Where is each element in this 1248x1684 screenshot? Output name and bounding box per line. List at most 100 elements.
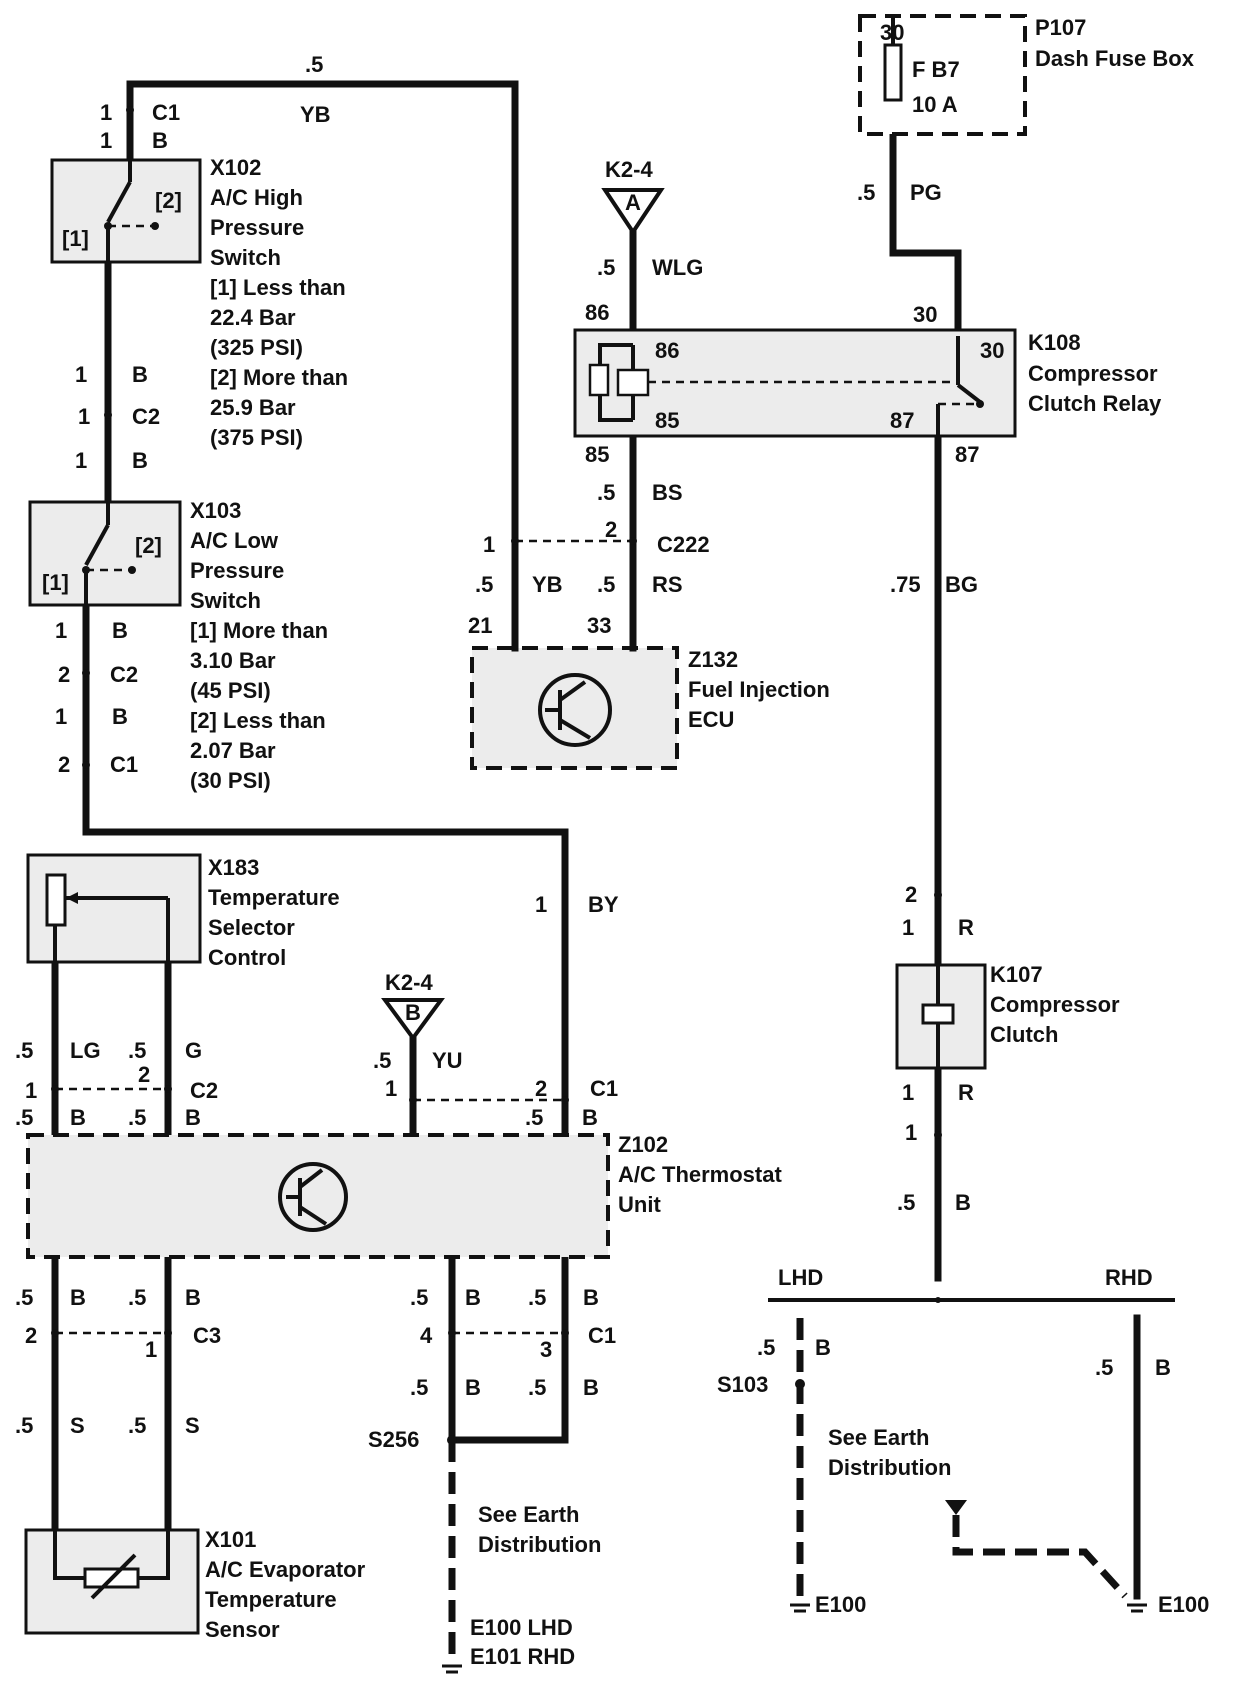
c222-label: C222 [657,532,710,557]
k108-pin: 85 [655,408,679,433]
label: 1 [55,618,67,643]
wire-x103-by [82,601,569,1137]
label: B [70,1105,86,1130]
label: B [582,1105,598,1130]
e100-right-label: E100 [1158,1592,1209,1617]
z132-box [470,646,679,770]
label: 1 [75,362,87,387]
earth-symbols [442,1500,1147,1674]
z102-title-line: A/C Thermostat [618,1162,782,1187]
rhd-label: RHD [1105,1265,1153,1290]
top-wire-size: .5 [305,52,323,77]
label: 2 [58,662,70,687]
label: 1 [145,1337,157,1362]
label: BG [945,572,978,597]
x103-note: (30 PSI) [190,768,271,793]
label: R [958,915,974,940]
k108-title-line: Clutch Relay [1028,391,1162,416]
x103-pin1: [1] [42,570,69,595]
k2-4a-label: K2-4 [605,157,653,182]
k108-title: K108 [1028,330,1081,355]
fuse-icon [883,43,903,102]
x183-title-line: Selector [208,915,295,940]
label: 2 [905,882,917,907]
earth-note: See Earth [478,1502,580,1527]
label: 1 [100,100,112,125]
k2-4b-triangle-icon [381,998,445,1042]
p107-fuse: F B7 [912,57,960,82]
label: .5 [525,1105,543,1130]
p107-pin: 30 [880,20,904,45]
label: YB [532,572,563,597]
label: BY [588,892,619,917]
label: B [112,618,128,643]
label: 4 [420,1323,433,1348]
label: 2 [535,1076,547,1101]
label: 2 [138,1062,150,1087]
label: PG [910,180,942,205]
label: WLG [652,255,703,280]
x102-note: (325 PSI) [210,335,303,360]
label: .5 [1095,1355,1113,1380]
label: 1 [535,892,547,917]
x102-pin2: [2] [155,188,182,213]
lhd-label: LHD [778,1265,823,1290]
wire-earth-rhd-link [952,1515,1128,1599]
x102-note: (375 PSI) [210,425,303,450]
ground-icon-mid [442,1664,462,1674]
label: .5 [597,572,615,597]
label: C1 [588,1323,616,1348]
x102-title-line: Switch [210,245,281,270]
x102-box [50,158,202,264]
x183-title: X183 [208,855,259,880]
k107-title-line: Compressor [990,992,1120,1017]
label: .5 [128,1038,146,1063]
earth-note-line: Distribution [478,1532,601,1557]
x102-switch-icon [104,160,159,262]
p107-amps: 10 A [912,92,958,117]
label: B [1155,1355,1171,1380]
label: .5 [15,1105,33,1130]
label: C3 [193,1323,221,1348]
x103-title-line: Switch [190,588,261,613]
label: .5 [15,1413,33,1438]
s103-label: S103 [717,1372,768,1397]
label: .5 [475,572,493,597]
x102-title-line: A/C High [210,185,303,210]
earth-note-line: Distribution [828,1455,951,1480]
label: .5 [757,1335,775,1360]
label: .5 [597,480,615,505]
k108-pin: 86 [585,300,609,325]
z102-title-line: Unit [618,1192,661,1217]
wire-b-mid2 [448,1253,569,1444]
x102-title: X102 [210,155,261,180]
label: .5 [897,1190,915,1215]
p107-title-line: Dash Fuse Box [1035,46,1195,71]
k108-pin: 85 [585,442,609,467]
k107-coil-icon [921,1003,955,1025]
x103-title-line: Pressure [190,558,284,583]
label: C2 [132,404,160,429]
label: B [70,1285,86,1310]
label: 1 [75,448,87,473]
k108-pin: 86 [655,338,679,363]
label: .5 [597,255,615,280]
label: C2 [110,662,138,687]
label: S [185,1413,200,1438]
label: .5 [410,1285,428,1310]
label: 2 [58,752,70,777]
x103-note: (45 PSI) [190,678,271,703]
e100-lhd-label: E100 LHD [470,1615,573,1640]
z102-box [26,1133,610,1259]
z132-title: Z132 [688,647,738,672]
label: .5 [15,1285,33,1310]
label: 1 [25,1078,37,1103]
e101-rhd-label: E101 RHD [470,1644,575,1669]
label: B [583,1285,599,1310]
wire-yb-top [126,80,519,639]
label: 1 [902,915,914,940]
label: 1 [78,404,90,429]
k107-title: K107 [990,962,1043,987]
x103-note: [1] More than [190,618,328,643]
label: LG [70,1038,101,1063]
